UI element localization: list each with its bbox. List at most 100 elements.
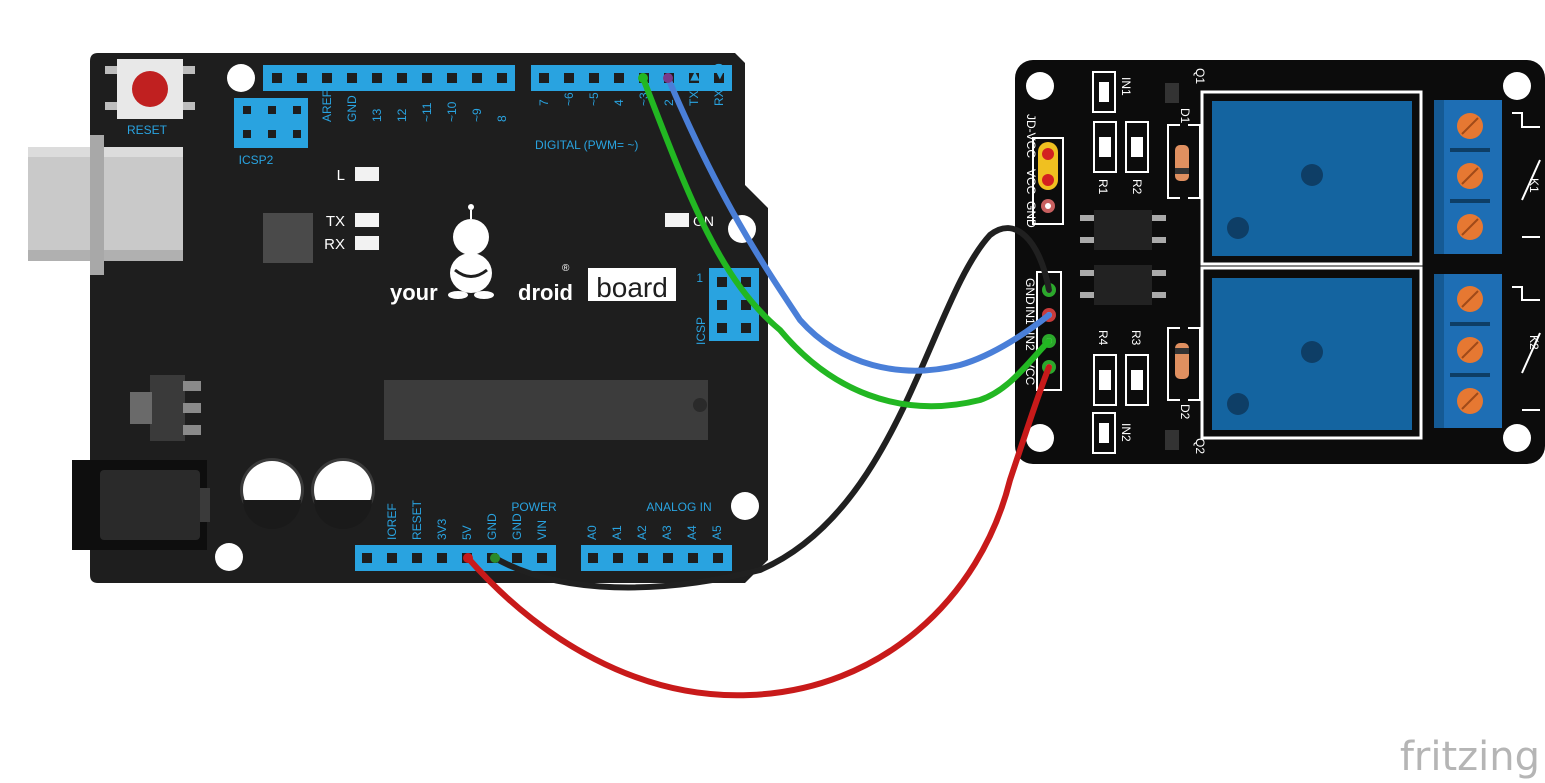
pin-label: AREF <box>320 90 334 122</box>
mounting-hole <box>731 492 759 520</box>
fritzing-watermark: fritzing <box>1400 734 1540 780</box>
digital-caption: DIGITAL (PWM= ~) <box>535 138 638 152</box>
header-pin <box>293 106 301 114</box>
header-pin <box>322 73 332 83</box>
wire-gnd[interactable] <box>492 225 1052 591</box>
wire-end <box>463 553 473 563</box>
header-pin <box>387 553 397 563</box>
in1-label: IN1 <box>1119 77 1133 96</box>
pin-label: A4 <box>685 525 699 540</box>
mounting-hole <box>1026 72 1054 100</box>
logo-your: your <box>390 280 438 305</box>
vcc-label: VCC <box>1024 169 1038 195</box>
wire-5v[interactable] <box>465 364 1052 699</box>
voltage-regulator <box>130 375 201 441</box>
reset-button-cap <box>132 71 168 107</box>
reset-label: RESET <box>127 123 168 137</box>
led-l-label: L <box>337 167 345 184</box>
pin-label: 13 <box>370 108 384 122</box>
header-pin <box>614 73 624 83</box>
gnd-label: GND <box>1024 201 1038 228</box>
header-pin <box>397 73 407 83</box>
wire-end <box>663 73 673 83</box>
header-pin <box>717 323 727 333</box>
header-pin <box>447 73 457 83</box>
input-in1-label: IN1 <box>1023 306 1037 325</box>
led-on <box>665 213 689 227</box>
pin-label: 3V3 <box>435 518 449 540</box>
arduino-pcb <box>90 53 768 583</box>
header-pin <box>564 73 574 83</box>
reset-button[interactable] <box>105 59 195 119</box>
header-pin <box>714 73 724 83</box>
terminal-block-k1 <box>1434 100 1502 254</box>
microcontroller-chip <box>384 380 708 440</box>
header-pin <box>741 277 751 287</box>
pin-label: A2 <box>635 525 649 540</box>
pin-label: RX0 ◀0 <box>712 63 726 106</box>
relay-symbol-k2 <box>1512 286 1541 411</box>
pin-label: GND <box>485 513 499 540</box>
led-tx <box>355 213 379 227</box>
header-pin <box>293 130 301 138</box>
header-pin <box>741 300 751 310</box>
header-pin <box>537 553 547 563</box>
header-pin <box>663 553 673 563</box>
mounting-hole <box>227 64 255 92</box>
r2-label: R2 <box>1130 179 1144 195</box>
wire-pin3-in2[interactable] <box>640 75 1052 410</box>
header-pin <box>689 73 699 83</box>
header-pin <box>472 73 482 83</box>
power-header <box>355 545 556 571</box>
pin-label: A3 <box>660 525 674 540</box>
header-pin <box>717 300 727 310</box>
pin-label: A5 <box>710 525 724 540</box>
wire-end <box>490 553 500 563</box>
mounting-hole <box>1026 424 1054 452</box>
header-pin <box>638 553 648 563</box>
header-pin <box>362 553 372 563</box>
header-pin <box>347 73 357 83</box>
header-pin <box>717 277 727 287</box>
pin-label: ~6 <box>562 92 576 106</box>
header-pin <box>243 106 251 114</box>
analog-header <box>581 545 732 571</box>
header-pin <box>372 73 382 83</box>
mounting-hole <box>215 543 243 571</box>
pin-label: A0 <box>585 525 599 540</box>
header-pin <box>272 73 282 83</box>
header-pin <box>688 553 698 563</box>
pin-label: 12 <box>395 108 409 122</box>
terminal-block-k2 <box>1434 274 1502 428</box>
pin-label: 2 <box>662 99 676 106</box>
icsp2-label: ICSP2 <box>239 153 274 167</box>
mounting-hole <box>1503 424 1531 452</box>
wire-pin2-in1[interactable] <box>665 75 1052 374</box>
dc-power-jack <box>72 460 210 550</box>
header-pin <box>268 130 276 138</box>
pin-label: ~10 <box>445 101 459 122</box>
q1-label: Q1 <box>1193 68 1207 84</box>
analog-caption: ANALOG IN <box>646 500 711 514</box>
optocoupler <box>1080 210 1166 250</box>
capacitor <box>311 458 375 529</box>
relay-k2 <box>1200 266 1423 440</box>
icsp2-header <box>234 98 308 148</box>
r1-label: R1 <box>1096 179 1110 195</box>
pin-label: TX0 ▶1 <box>687 64 701 106</box>
header-pin <box>497 73 507 83</box>
mounting-hole <box>1503 72 1531 100</box>
header-pin <box>268 106 276 114</box>
icsp-label: ICSP <box>694 317 708 345</box>
pin-label: ~9 <box>470 108 484 122</box>
r4-label: R4 <box>1096 330 1110 346</box>
wire-end <box>638 73 648 83</box>
q2-label: Q2 <box>1193 438 1207 454</box>
k1-label: K1 <box>1527 178 1541 193</box>
arduino-board: RESET ICSP2 <box>28 53 768 583</box>
led-rx <box>355 236 379 250</box>
digital-header-right <box>531 65 732 91</box>
d2-label: D2 <box>1178 404 1192 420</box>
